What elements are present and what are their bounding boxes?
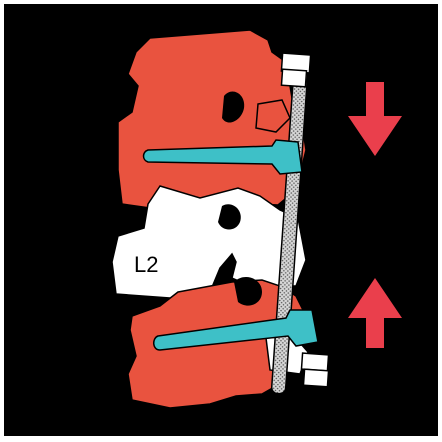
- top-nut-lower: [281, 69, 306, 87]
- bottom-nut: [301, 353, 328, 371]
- upper-vertebra: [118, 30, 306, 208]
- vertebra-label-l2: L2: [134, 252, 158, 277]
- bottom-nut-lower: [303, 369, 328, 387]
